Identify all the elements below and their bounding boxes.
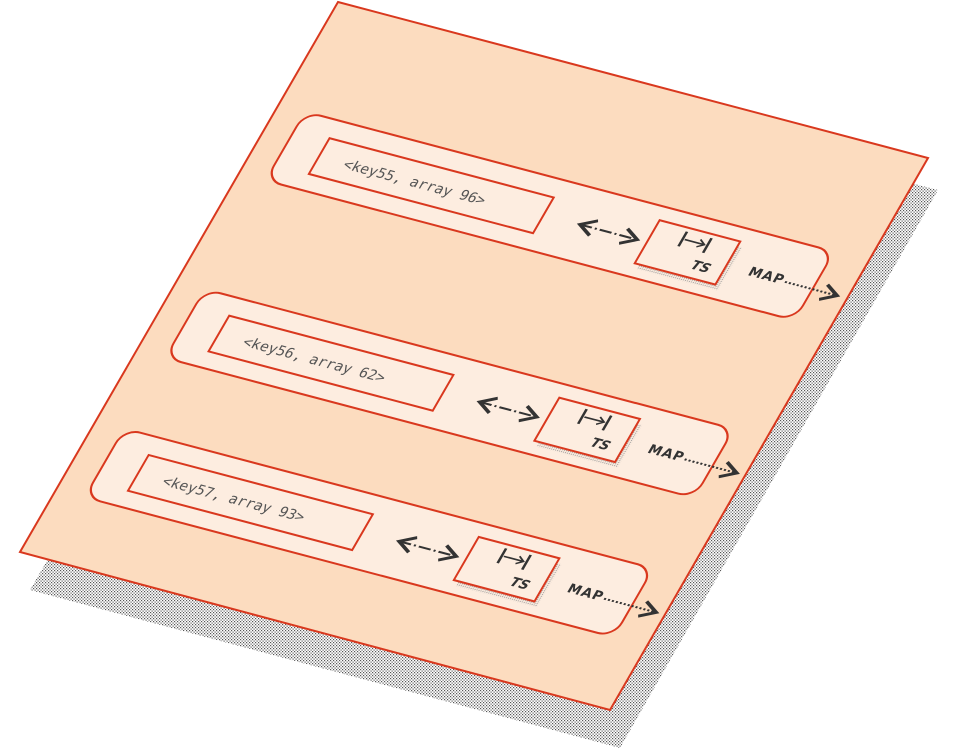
tab-to-end-icon <box>576 408 613 431</box>
ts-operator-box[interactable] <box>452 535 561 603</box>
key-box[interactable] <box>307 137 556 235</box>
key-box[interactable] <box>207 314 455 412</box>
ts-operator-box[interactable] <box>532 396 642 464</box>
key-box[interactable] <box>126 453 375 552</box>
output-arrow-icon <box>603 597 660 618</box>
ts-operator-box[interactable] <box>633 219 742 286</box>
tab-to-end-icon <box>496 548 532 570</box>
row-1: <key55, array 96> TS MAP <box>270 114 841 318</box>
row-2: <key56, array 62> TS MAP <box>170 291 740 496</box>
tab-to-end-icon <box>677 231 713 254</box>
bidirectional-arrow-icon <box>576 219 641 245</box>
bidirectional-arrow-icon <box>395 536 460 562</box>
bidirectional-arrow-icon <box>476 396 540 423</box>
output-arrow-icon <box>784 280 841 301</box>
row-3: <key57, array 93> TS MAP <box>89 431 660 635</box>
output-arrow-icon <box>684 458 740 479</box>
ts-label: TS <box>587 435 613 454</box>
ts-label: TS <box>688 258 714 277</box>
ts-label: TS <box>507 574 533 593</box>
